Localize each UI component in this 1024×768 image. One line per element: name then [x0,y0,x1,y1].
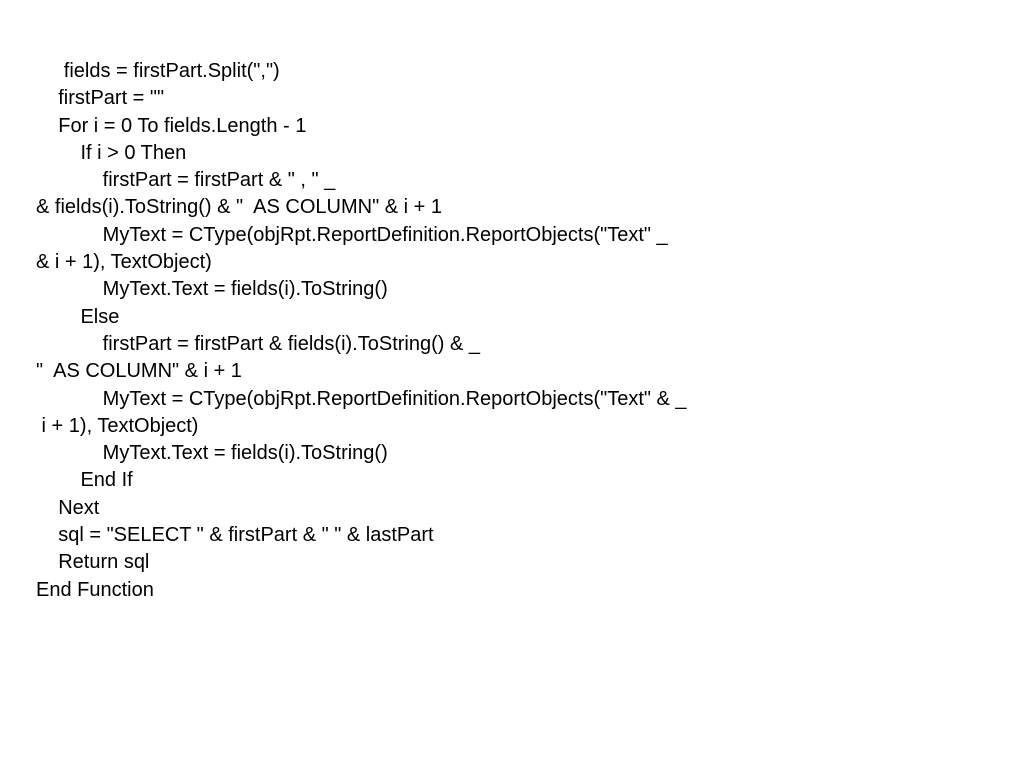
code-line: MyText.Text = fields(i).ToString() [36,278,388,301]
code-line: MyText = CType(objRpt.ReportDefinition.R… [36,387,687,410]
code-line: " AS COLUMN" & i + 1 [36,360,242,383]
code-line: End If [36,469,133,492]
code-line: Next [36,496,100,519]
code-line: fields = firstPart.Split(",") [36,60,280,82]
code-line: Else [36,305,120,328]
code-line: & i + 1), TextObject) [36,251,212,274]
code-line: & fields(i).ToString() & " AS COLUMN" & … [36,196,442,219]
code-listing: fields = firstPart.Split(",") firstPart … [36,58,996,604]
code-line: firstPart = firstPart & fields(i).ToStri… [36,332,480,355]
code-line: i + 1), TextObject) [36,414,199,437]
code-line: Return sql [36,551,150,574]
code-line: firstPart = "" [36,87,165,110]
code-line: MyText.Text = fields(i).ToString() [36,442,388,465]
code-line: sql = "SELECT " & firstPart & " " & last… [36,524,434,547]
code-line: MyText = CType(objRpt.ReportDefinition.R… [36,223,668,246]
code-line: If i > 0 Then [36,141,187,164]
code-line: firstPart = firstPart & " , " _ [36,169,336,192]
code-line: For i = 0 To fields.Length - 1 [36,114,307,137]
code-line: End Function [36,578,154,601]
